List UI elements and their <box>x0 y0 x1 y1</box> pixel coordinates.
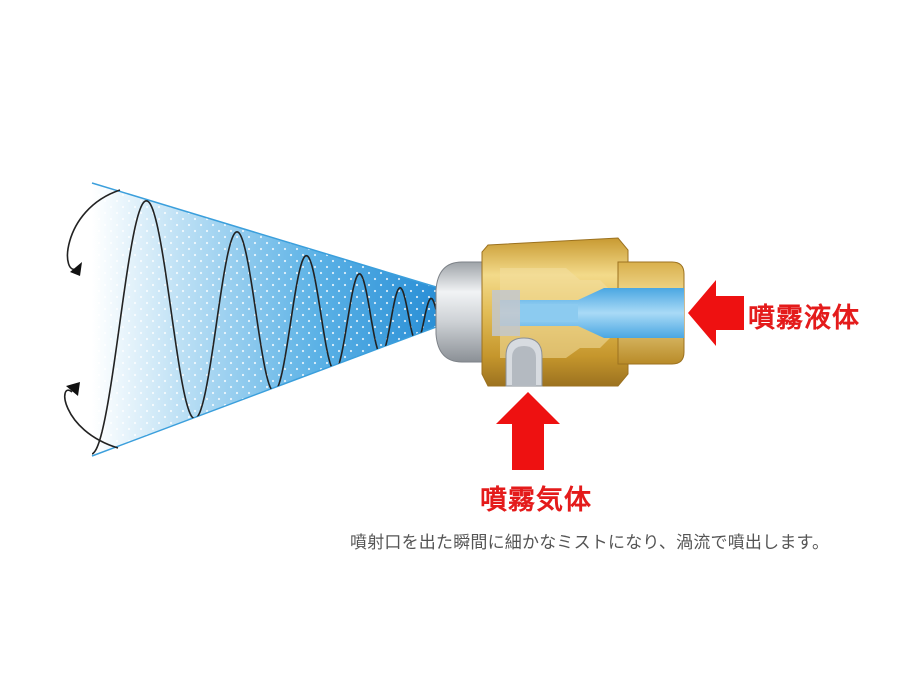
curved-arrow-icon <box>70 262 82 276</box>
curved-arrow-icon <box>66 382 80 396</box>
spray-cone <box>91 182 437 457</box>
arrow-up-icon <box>496 392 560 470</box>
liquid-inlet-label: 噴霧液体 <box>748 303 860 334</box>
swirl-loop <box>64 189 121 449</box>
arrow-left-icon <box>688 280 744 346</box>
diagram-caption: 噴射口を出た瞬間に細かなミストになり、渦流で噴出します。 <box>350 533 830 553</box>
gas-inlet-label: 噴霧気体 <box>480 485 592 516</box>
nozzle-body <box>435 237 685 387</box>
